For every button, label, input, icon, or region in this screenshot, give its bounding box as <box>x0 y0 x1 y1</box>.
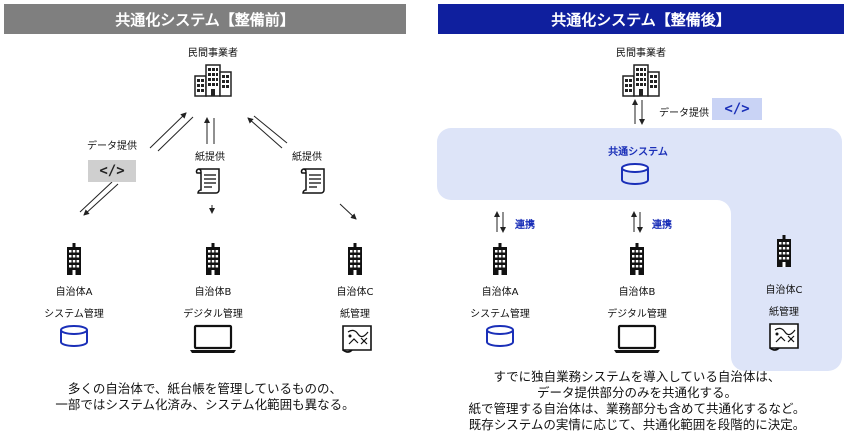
shared-system-label: 共通システム <box>608 147 668 158</box>
city-hall-icon-after-c <box>774 235 794 267</box>
city-hall-icon-c <box>345 243 365 275</box>
after-caption-line-1: すでに独自業務システムを導入している自治体は、 <box>493 369 781 384</box>
municipality-name-after-c: 自治体C <box>765 285 803 296</box>
municipality-name-b: 自治体B <box>194 287 232 298</box>
laptop-icon-after-b <box>612 324 662 354</box>
link-label-b: 連携 <box>652 220 672 231</box>
after-data-provision-label: データ提供 <box>659 108 709 119</box>
shared-system-panel <box>437 128 842 371</box>
laptop-icon-b <box>188 324 238 354</box>
database-icon-after-a <box>485 325 515 347</box>
city-hall-icon-b <box>203 243 223 275</box>
before-flow-arrows <box>79 112 357 220</box>
management-type-c: 紙管理 <box>340 309 370 320</box>
municipality-name-after-b: 自治体B <box>618 287 656 298</box>
paper-map-icon-after-c <box>767 322 801 352</box>
api-code-tag: </> <box>88 160 136 182</box>
after-caption-line-4: 既存システムの実情に応じて、共通化範囲を段階的に決定。 <box>468 417 806 432</box>
shared-database-icon <box>620 163 650 185</box>
database-icon-a <box>59 325 89 347</box>
before-header: 共通化システム【整備前】 <box>4 4 406 34</box>
before-paper-provision-label-c: 紙提供 <box>292 152 322 163</box>
before-data-provision-label: データ提供 <box>87 141 137 152</box>
municipality-name-c: 自治体C <box>336 287 374 298</box>
municipality-name-after-a: 自治体A <box>481 287 519 298</box>
private-company-label: 民間事業者 <box>188 48 238 59</box>
after-flow-arrows <box>494 99 645 233</box>
paper-map-icon-c <box>340 324 374 354</box>
municipality-name-a: 自治体A <box>55 287 93 298</box>
after-header: 共通化システム【整備後】 <box>438 4 844 34</box>
before-caption-line-2: 一部ではシステム化済み、システム化範囲も異なる。 <box>55 397 355 412</box>
private-company-label-after: 民間事業者 <box>616 48 666 59</box>
city-hall-icon-a <box>64 243 84 275</box>
after-caption: すでに独自業務システムを導入している自治体は、 データ提供部分のみを共通化する。… <box>469 369 806 433</box>
before-paper-provision-label-b: 紙提供 <box>195 152 225 163</box>
city-hall-icon-after-a <box>490 243 510 275</box>
management-type-b: デジタル管理 <box>183 309 243 320</box>
document-scroll-icon-c <box>298 166 328 196</box>
before-caption-line-1: 多くの自治体で、紙台帳を管理しているものの、 <box>67 381 343 396</box>
management-type-after-b: デジタル管理 <box>607 309 667 320</box>
management-type-a: システム管理 <box>44 309 104 320</box>
after-caption-line-2: データ提供部分のみを共通化する。 <box>536 385 738 400</box>
before-caption: 多くの自治体で、紙台帳を管理しているものの、 一部ではシステム化済み、システム化… <box>55 381 354 413</box>
api-code-tag-after: </> <box>712 98 762 120</box>
link-label-a: 連携 <box>515 220 535 231</box>
city-hall-icon-after-b <box>627 243 647 275</box>
after-caption-line-3: 紙で管理する自治体は、業務部分も含めて共通化するなど。 <box>468 401 806 416</box>
management-type-after-c: 紙管理 <box>769 307 799 318</box>
document-scroll-icon-b <box>193 166 223 196</box>
management-type-after-a: システム管理 <box>470 309 530 320</box>
